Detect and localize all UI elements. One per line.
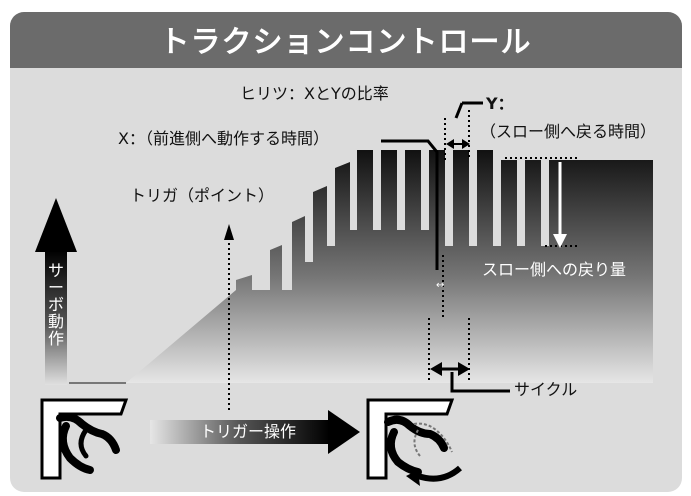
servo-response-area (69, 150, 653, 383)
return-amount-arrow (553, 162, 567, 248)
trigger-operation-arrow (150, 410, 360, 454)
ratio-label: ヒリツ：XとYの比率 (240, 84, 389, 103)
y-double-arrow (446, 139, 470, 149)
servo-label: サーボ動作 (47, 261, 64, 348)
trigger-point-arrowhead (224, 224, 234, 240)
title-banner (10, 12, 682, 68)
servo-up-arrow (35, 198, 77, 385)
y-label-line2: （スロー側へ戻る時間） (480, 122, 657, 141)
x-mini-arrow: ↔ (436, 280, 444, 291)
return-amount-label: スロー側への戻り量 (482, 260, 627, 279)
page-title: トラクションコントロール (159, 25, 532, 60)
trigger-operation-label: トリガー操作 (200, 422, 297, 441)
transmitter-right-icon (366, 398, 462, 486)
y-label-line1: Y： (486, 94, 514, 113)
cycle-leader (450, 372, 510, 393)
x-label: X：（前進側へ動作する時間） (118, 129, 329, 148)
y-leader-angle (454, 102, 464, 119)
x-leader-line (381, 139, 439, 270)
cycle-double-arrow (430, 362, 470, 376)
transmitter-left-icon (40, 398, 129, 480)
trigger-point-label: トリガ（ポイント） (130, 186, 275, 205)
cycle-label: サイクル (514, 380, 578, 399)
